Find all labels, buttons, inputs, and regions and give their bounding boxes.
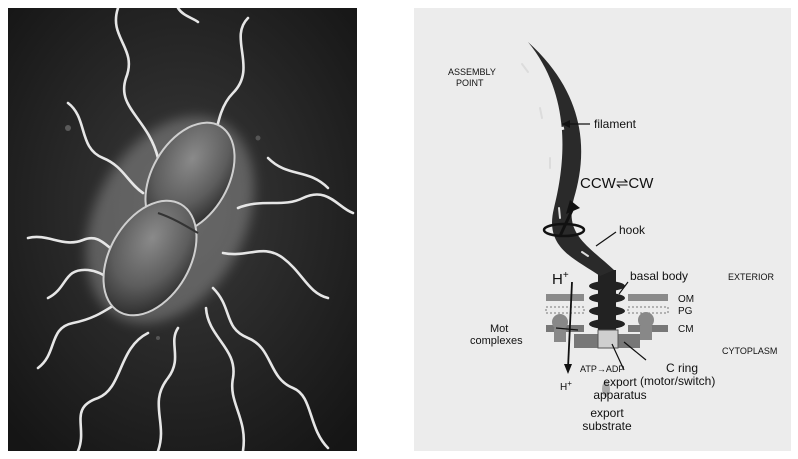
atp-adp-label: ATP→ADP	[580, 364, 624, 374]
c-ring-label-1: C ring	[666, 361, 698, 375]
mot-complex-right-stator	[640, 326, 652, 340]
filament-mark	[559, 208, 560, 218]
speckle	[65, 125, 71, 131]
hook-label: hook	[619, 223, 646, 237]
pg-label: PG	[678, 306, 693, 317]
export-apparatus-label-1: export	[603, 375, 637, 389]
basal-body-label: basal body	[630, 269, 688, 283]
cytoplasm-label: CYTOPLASM	[722, 346, 777, 356]
mot-complex-left	[552, 314, 568, 330]
rotation-label: CCW⇌CW	[580, 175, 654, 192]
mot-complexes-label-2: complexes	[470, 335, 523, 347]
cm-label: CM	[678, 324, 694, 335]
exterior-label: EXTERIOR	[728, 272, 775, 282]
ms-ring-lower	[589, 319, 625, 329]
om-label: OM	[678, 294, 694, 305]
mot-complex-right	[638, 312, 654, 328]
export-apparatus-label-2: apparatus	[593, 388, 646, 402]
c-ring-label-2: (motor/switch)	[640, 374, 715, 388]
ms-ring-upper	[589, 306, 625, 316]
speckle	[156, 336, 160, 340]
mot-complexes-label-1: Mot	[490, 323, 508, 335]
export-apparatus-shape	[598, 330, 618, 348]
mot-complex-left-stator	[554, 328, 566, 342]
assembly-point-label-1: ASSEMBLY	[448, 67, 496, 77]
outer-membrane-right	[628, 294, 668, 301]
export-substrate-label-1: export	[590, 406, 624, 420]
bacterium-micrograph	[8, 8, 357, 451]
flagellar-motor-diagram: ASSEMBLY POINT filament CCW⇌CW hook basa…	[414, 8, 791, 451]
assembly-point-label-2: POINT	[456, 78, 484, 88]
l-ring	[589, 281, 625, 291]
p-ring	[589, 293, 625, 303]
outer-membrane-left	[546, 294, 584, 301]
filament-label: filament	[594, 117, 637, 131]
export-substrate-label-2: substrate	[582, 419, 632, 433]
speckle	[256, 136, 261, 141]
